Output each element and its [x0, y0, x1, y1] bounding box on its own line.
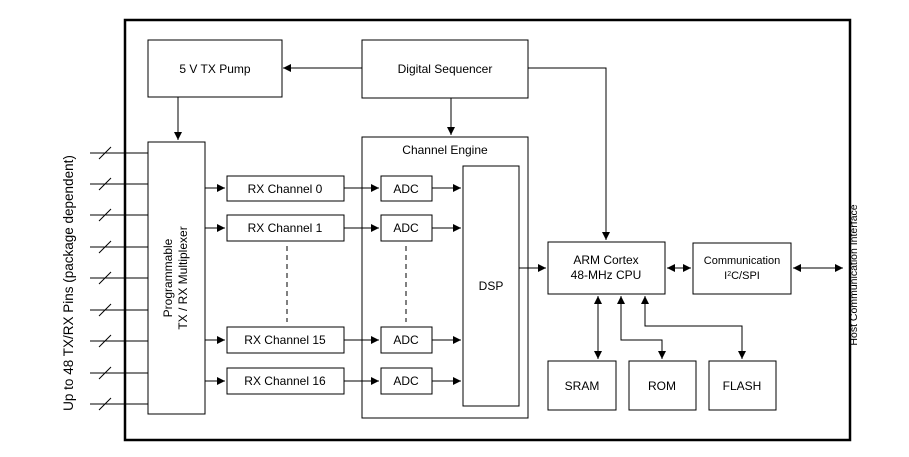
- sram-label: SRAM: [565, 379, 600, 393]
- digital-sequencer-block: Digital Sequencer: [361, 39, 529, 99]
- rx-channel-1-label: RX Channel 1: [248, 221, 323, 235]
- channel-engine-label: Channel Engine: [402, 143, 488, 157]
- multiplexer-label-line2: TX / RX Multiplexer: [176, 226, 190, 329]
- rx-channel-0-block: RX Channel 0: [226, 175, 345, 202]
- cpu-label-line2: 48-MHz CPU: [571, 268, 642, 282]
- pin-bus-slash: [98, 208, 112, 222]
- adc-0-label: ADC: [393, 182, 419, 196]
- rx-channel-16-block: RX Channel 16: [226, 367, 345, 395]
- adc-0-block: ADC: [380, 175, 433, 202]
- communication-label-line2: I2C/SPI: [724, 270, 760, 282]
- tx-pump-label: 5 V TX Pump: [179, 62, 250, 76]
- rx-channel-15-label: RX Channel 15: [244, 333, 326, 347]
- adc-15-block: ADC: [380, 326, 433, 354]
- communication-label-line1: Communication: [704, 255, 780, 267]
- pin-bus-slash: [98, 366, 112, 380]
- dsp-label: DSP: [479, 279, 504, 293]
- arrow-cpu-flash: [641, 296, 746, 359]
- pin-bus-slash: [98, 334, 112, 348]
- rx-channel-16-label: RX Channel 16: [244, 374, 326, 388]
- adc-1-block: ADC: [380, 214, 433, 242]
- rx-channel-15-block: RX Channel 15: [226, 326, 345, 354]
- dsp-block: DSP: [462, 165, 520, 407]
- rx-channel-0-label: RX Channel 0: [248, 182, 323, 196]
- pin-bus-slash: [98, 240, 112, 254]
- pin-bus-slash: [98, 271, 112, 285]
- rom-label: ROM: [648, 379, 676, 393]
- pin-lines: [90, 146, 148, 411]
- cpu-block: ARM Cortex 48-MHz CPU: [547, 241, 666, 295]
- pin-bus-slash: [98, 303, 112, 317]
- arrow-seq-to-cpu: [528, 67, 610, 240]
- multiplexer-label-line1: Programmable: [161, 238, 175, 317]
- adc-1-label: ADC: [393, 221, 419, 235]
- cpu-label-line1: ARM Cortex: [573, 253, 638, 267]
- adc-16-label: ADC: [393, 374, 419, 388]
- adc-15-label: ADC: [393, 333, 419, 347]
- digital-sequencer-label: Digital Sequencer: [398, 62, 493, 76]
- communication-block: Communication I2C/SPI: [692, 242, 792, 295]
- pin-bus-slash: [98, 397, 112, 411]
- rom-block: ROM: [628, 360, 697, 411]
- multiplexer-block: Programmable TX / RX Multiplexer: [147, 141, 206, 415]
- pin-bus-slash: [98, 177, 112, 191]
- flash-label: FLASH: [723, 379, 762, 393]
- adc-16-block: ADC: [380, 367, 433, 395]
- tx-pump-block: 5 V TX Pump: [147, 39, 283, 98]
- flash-block: FLASH: [708, 360, 777, 411]
- pin-bus-slash: [98, 146, 112, 160]
- pins-label: Up to 48 TX/RX Pins (package dependent): [61, 155, 76, 411]
- rx-channel-1-block: RX Channel 1: [226, 214, 345, 242]
- sram-block: SRAM: [547, 360, 617, 411]
- connections: [174, 64, 843, 385]
- host-interface-label: Host Communication Interface: [848, 204, 860, 345]
